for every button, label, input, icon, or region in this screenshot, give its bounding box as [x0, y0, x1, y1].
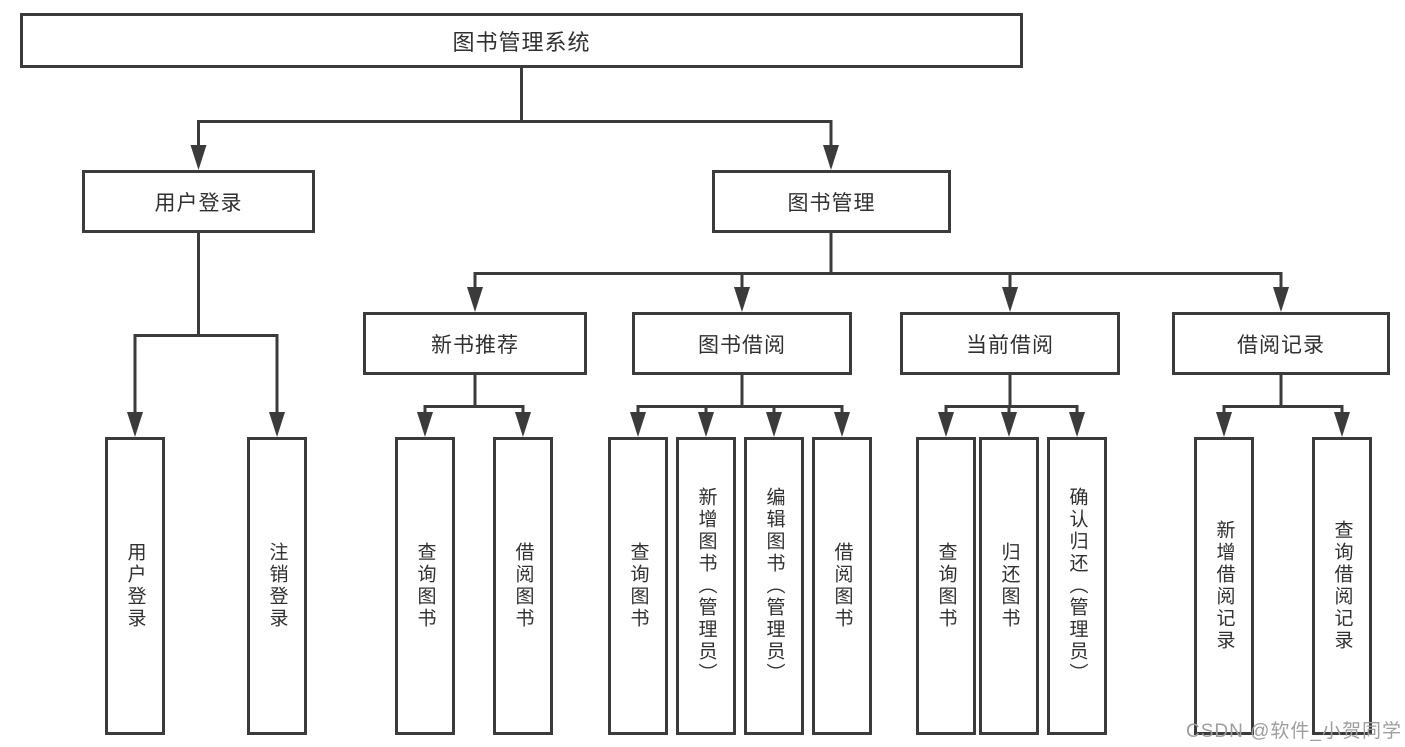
leaf-label: 查询图书	[935, 542, 957, 630]
leaf-current-return-book: 归还图书	[979, 437, 1039, 735]
leaf-borrow-add-book-admin: 新增图书（管理员）	[676, 437, 736, 735]
node-current-borrow: 当前借阅	[900, 312, 1120, 375]
node-label: 新书推荐	[431, 333, 519, 357]
node-label: 图书管理	[787, 191, 876, 215]
node-label: 当前借阅	[966, 333, 1054, 357]
node-borrow-record: 借阅记录	[1172, 312, 1390, 375]
arrowheads	[127, 145, 1350, 437]
node-book-management: 图书管理	[712, 170, 951, 233]
leaf-user-login: 用户登录	[105, 437, 165, 735]
node-label: 图书借阅	[698, 333, 786, 357]
node-library-system: 图书管理系统	[20, 13, 1023, 68]
leaf-label: 归还图书	[998, 542, 1020, 630]
leaf-label: 借阅图书	[512, 542, 534, 630]
node-label: 用户登录	[154, 191, 243, 215]
leaf-label: 查询图书	[627, 542, 649, 630]
leaf-label: 新增借阅记录	[1213, 520, 1235, 652]
leaf-current-query-book: 查询图书	[916, 437, 976, 735]
leaf-current-confirm-return-admin: 确认归还（管理员）	[1047, 437, 1107, 735]
node-book-borrow: 图书借阅	[632, 312, 852, 375]
leaf-label: 查询借阅记录	[1331, 520, 1353, 652]
leaf-newbook-borrow-book: 借阅图书	[493, 437, 553, 735]
leaf-logout: 注销登录	[247, 437, 307, 735]
node-user-login: 用户登录	[82, 170, 315, 233]
leaf-label: 借阅图书	[831, 542, 853, 630]
leaf-label: 确认归还（管理员）	[1066, 487, 1088, 685]
leaf-newbook-query-book: 查询图书	[395, 437, 455, 735]
node-label: 借阅记录	[1237, 333, 1325, 357]
leaf-label: 新增图书（管理员）	[695, 487, 717, 685]
leaf-label: 查询图书	[414, 542, 436, 630]
node-new-book-recommend: 新书推荐	[363, 312, 587, 375]
node-label: 图书管理系统	[452, 29, 591, 55]
leaf-label: 编辑图书（管理员）	[763, 487, 785, 685]
leaf-record-add: 新增借阅记录	[1194, 437, 1254, 735]
leaf-borrow-query-book: 查询图书	[608, 437, 668, 735]
watermark: CSDN @软件_小贺同学	[1186, 721, 1402, 742]
leaf-label: 注销登录	[266, 542, 288, 630]
leaf-record-query: 查询借阅记录	[1312, 437, 1372, 735]
leaf-label: 用户登录	[124, 542, 146, 630]
leaf-borrow-edit-book-admin: 编辑图书（管理员）	[744, 437, 804, 735]
leaf-borrow-borrow-book: 借阅图书	[812, 437, 872, 735]
